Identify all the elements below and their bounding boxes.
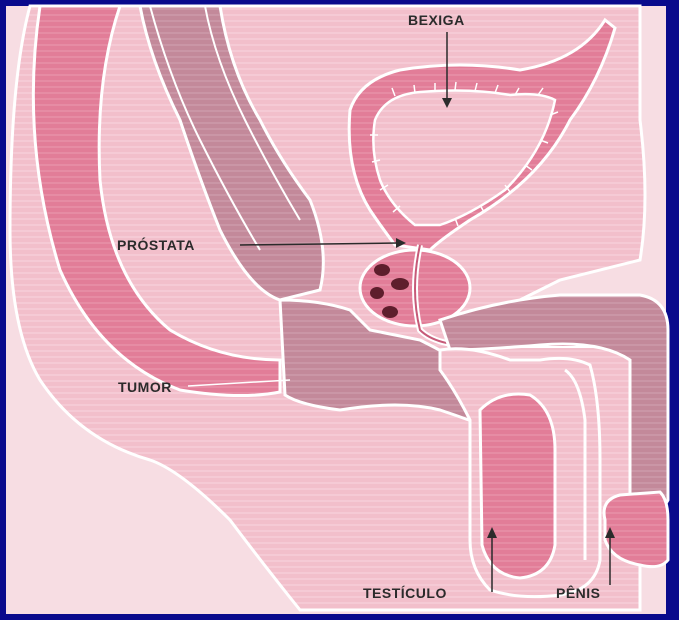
label-tumor: TUMOR [118,379,172,395]
label-testicle: TESTÍCULO [363,585,447,601]
label-prostate: PRÓSTATA [117,236,195,253]
label-bladder: BEXIGA [408,12,465,28]
label-penis: PÊNIS [556,584,601,601]
